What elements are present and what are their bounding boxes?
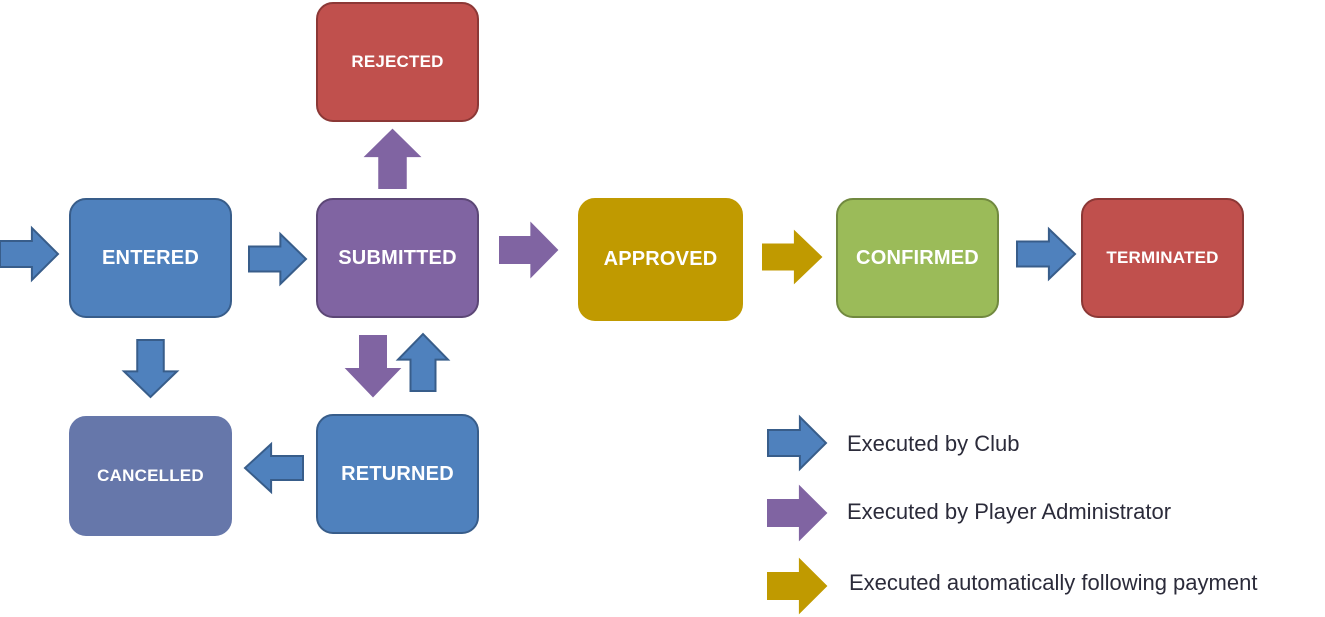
legend-club-arrow-icon: [767, 414, 828, 472]
legend-auto-arrow-icon: [767, 557, 828, 615]
state-submitted-label: SUBMITTED: [338, 246, 457, 269]
arrow-entered-to-submitted: [248, 231, 308, 287]
state-entered-label: ENTERED: [102, 246, 199, 269]
state-submitted: SUBMITTED: [316, 198, 479, 318]
state-approved: APPROVED: [578, 198, 743, 321]
state-rejected: REJECTED: [316, 2, 479, 122]
state-terminated: TERMINATED: [1081, 198, 1244, 318]
state-confirmed: CONFIRMED: [836, 198, 999, 318]
arrow-start-to-entered: [0, 225, 60, 283]
state-approved-label: APPROVED: [603, 248, 718, 270]
legend-club-label: Executed by Club: [847, 431, 1020, 456]
state-returned-label: RETURNED: [341, 462, 454, 485]
state-rejected-label: REJECTED: [351, 52, 444, 71]
state-cancelled-label: CANCELLED: [97, 466, 204, 485]
state-confirmed-label: CONFIRMED: [856, 246, 979, 269]
arrow-returned-to-submitted: [395, 332, 451, 392]
state-cancelled: CANCELLED: [69, 416, 232, 536]
state-returned: RETURNED: [316, 414, 479, 534]
arrow-submitted-to-approved: [499, 221, 559, 279]
state-entered: ENTERED: [69, 198, 232, 318]
arrow-returned-to-cancelled: [243, 441, 304, 495]
legend-admin-label: Executed by Player Administrator: [847, 499, 1172, 524]
legend-auto-label: Executed automatically following payment: [849, 570, 1258, 595]
arrow-confirmed-to-terminated: [1016, 226, 1077, 282]
arrow-submitted-to-rejected: [363, 128, 422, 189]
arrow-entered-to-cancelled: [121, 339, 180, 399]
legend-admin-arrow-icon: [767, 484, 828, 542]
arrow-submitted-to-returned: [344, 335, 402, 398]
arrow-approved-to-confirmed: [762, 229, 823, 285]
state-terminated-label: TERMINATED: [1106, 248, 1219, 267]
